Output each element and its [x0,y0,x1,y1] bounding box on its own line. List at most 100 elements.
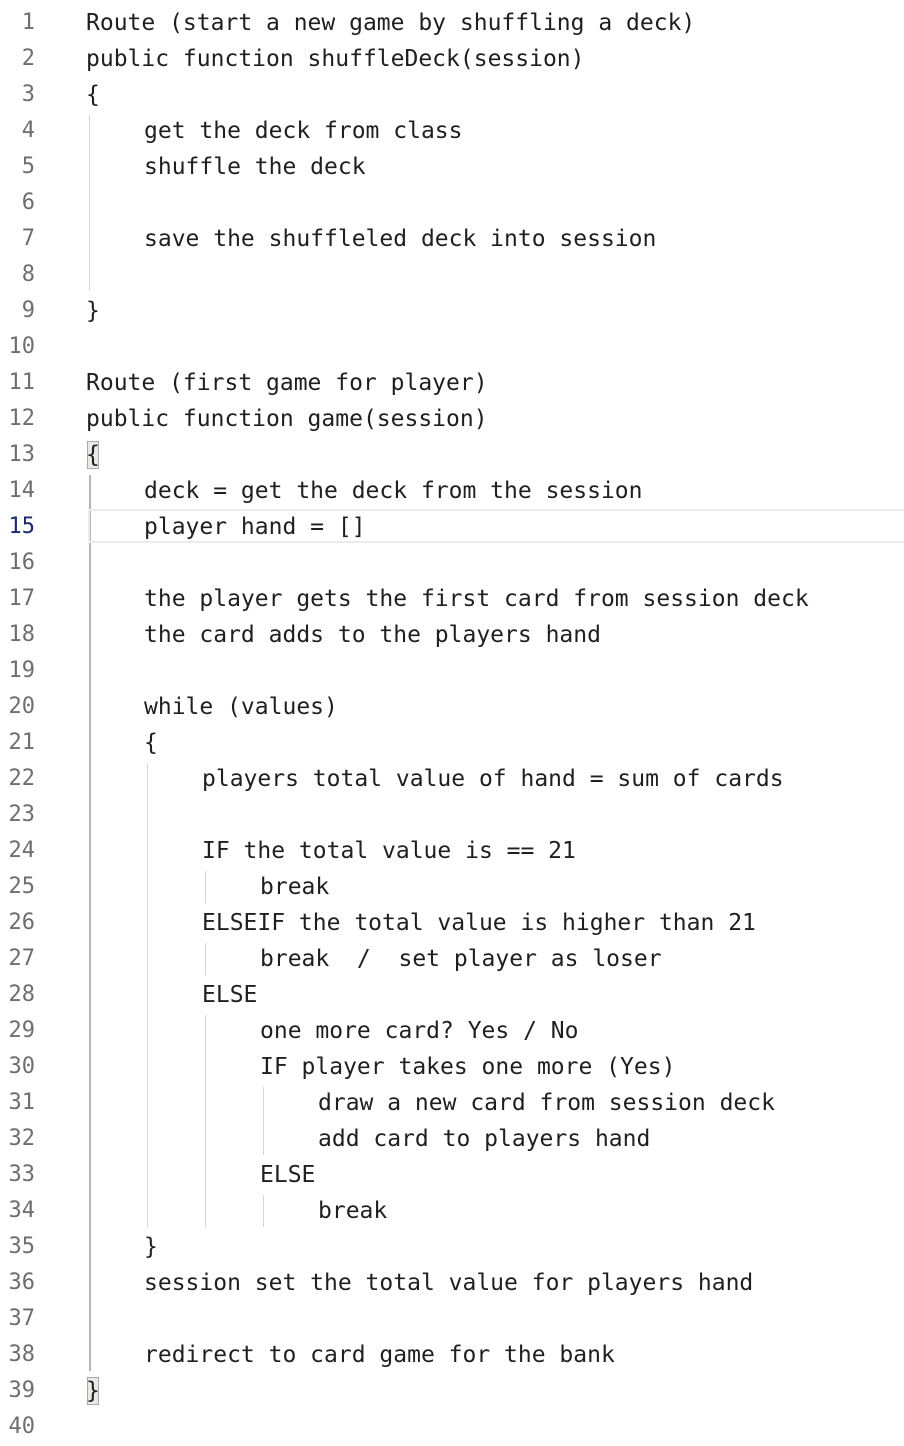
indent-guide [205,943,206,975]
code-text: { [86,82,100,108]
line-number: 24 [8,838,36,863]
line-number: 13 [8,442,36,467]
code-text: break [318,1198,388,1224]
code-line[interactable]: 35} [0,1229,904,1265]
code-line[interactable]: 13 { [0,437,904,473]
line-number: 25 [8,874,36,899]
code-text: the card adds to the players hand [144,622,601,648]
code-line[interactable]: 24 IF the total value is == 21 [0,833,904,869]
code-text: break [260,874,330,900]
line-number: 12 [8,406,36,431]
code-text: { [144,730,158,756]
line-number: 32 [8,1126,36,1151]
line-number: 29 [8,1018,36,1043]
code-line[interactable]: 22 players total value of hand = sum of c… [0,761,904,797]
indent-guide [205,1015,206,1227]
code-text: } [144,1234,158,1260]
code-line[interactable]: 29 one more card? Yes / No [0,1013,904,1049]
line-number: 27 [8,946,36,971]
code-line[interactable]: 23 [0,797,904,833]
code-text: deck = get the deck from the session [144,478,643,504]
code-line[interactable]: 12 public function game(session) [0,401,904,437]
code-line[interactable]: 38 redirect to card game for the bank [0,1337,904,1373]
code-text: shuffle the deck [144,154,366,180]
code-line[interactable]: 25 break [0,869,904,905]
line-number: 6 [21,190,35,215]
code-text: break / set player as loser [260,946,662,972]
line-number: 30 [8,1054,36,1079]
code-line[interactable]: 8 [0,257,904,293]
line-number: 11 [8,370,36,395]
line-number: 1 [21,10,35,35]
indent-guide [263,1195,264,1227]
code-text: IF the total value is == 21 [202,838,576,864]
code-line[interactable]: 33 ELSE [0,1157,904,1193]
code-text: ELSE [202,982,258,1008]
code-text: players total value of hand = sum of car… [202,766,784,792]
line-number: 4 [21,118,35,143]
line-number: 3 [21,82,35,107]
code-line[interactable]: 20 while (values) [0,689,904,725]
bracket-match-highlight [87,1377,99,1405]
line-number: 14 [8,478,36,503]
code-line[interactable]: 14 deck = get the deck from the session [0,473,904,509]
line-number: 5 [21,154,35,179]
code-text: } [86,1378,100,1404]
line-number: 10 [8,334,36,359]
code-text: Route (start a new game by shuffling a d… [86,10,696,36]
code-editor[interactable]: 1 Route (start a new game by shuffling a … [0,5,904,1445]
code-line[interactable]: 37 [0,1301,904,1337]
code-line[interactable]: 10 [0,329,904,365]
code-text: ELSEIF the total value is higher than 21 [202,910,756,936]
code-text: public function game(session) [86,406,488,432]
code-line[interactable]: 11 Route (first game for player) [0,365,904,401]
code-text: redirect to card game for the bank [144,1342,615,1368]
code-line[interactable]: 16 [0,545,904,581]
code-line[interactable]: 21{ [0,725,904,761]
code-line[interactable]: 18 the card adds to the players hand [0,617,904,653]
code-text: ELSE [260,1162,316,1188]
code-line[interactable]: 17 the player gets the first card from se… [0,581,904,617]
code-line[interactable]: 27 break / set player as loser [0,941,904,977]
code-line[interactable]: 4 get the deck from class [0,113,904,149]
line-number: 38 [8,1342,36,1367]
code-text: { [86,442,100,468]
line-number: 18 [8,622,36,647]
line-number: 9 [21,298,35,323]
code-text: add card to players hand [318,1126,651,1152]
code-line[interactable]: 40 [0,1409,904,1445]
line-number: 17 [8,586,36,611]
code-line[interactable]: 6 [0,185,904,221]
indent-guide [89,115,90,291]
code-line[interactable]: 9} [0,293,904,329]
code-text: } [86,298,100,324]
line-number: 20 [8,694,36,719]
code-line[interactable]: 32 add card to players hand [0,1121,904,1157]
code-line[interactable]: 3{ [0,77,904,113]
line-number: 36 [8,1270,36,1295]
code-text: get the deck from class [144,118,463,144]
line-number: 22 [8,766,36,791]
code-line[interactable]: 39} [0,1373,904,1409]
indent-guide [89,475,91,1371]
code-text: one more card? Yes / No [260,1018,579,1044]
code-text: Route (first game for player) [86,370,488,396]
code-text: the player gets the first card from sess… [144,586,809,612]
indent-guide [263,1087,264,1155]
code-line[interactable]: 19 [0,653,904,689]
line-number: 33 [8,1162,36,1187]
code-line[interactable]: 5 shuffle the deck [0,149,904,185]
line-number: 40 [8,1414,36,1439]
indent-guide [147,763,148,1227]
code-line[interactable]: 1 Route (start a new game by shuffling a … [0,5,904,41]
code-text: while (values) [144,694,338,720]
